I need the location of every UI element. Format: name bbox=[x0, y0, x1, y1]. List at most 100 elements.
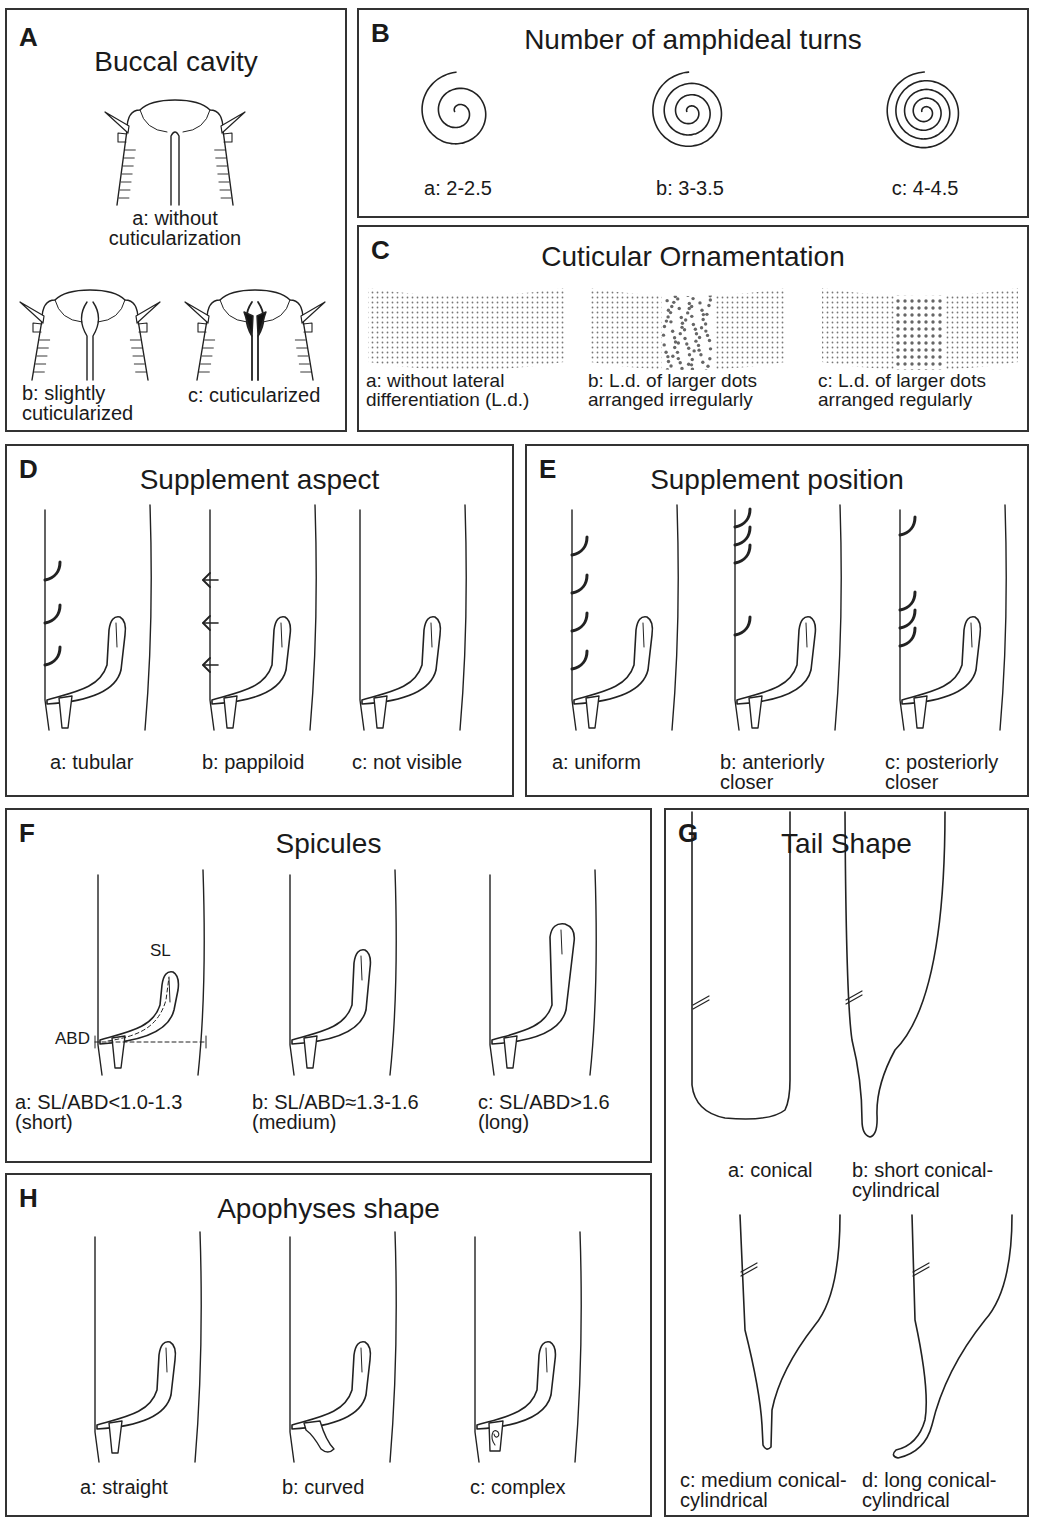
option-caption: c: 4-4.5 bbox=[875, 178, 975, 198]
supplement-tubular bbox=[900, 592, 915, 610]
panel-letter: A bbox=[19, 22, 38, 53]
gubernaculum bbox=[749, 696, 762, 728]
spicule-inner bbox=[806, 623, 807, 647]
cephalic-seta bbox=[136, 302, 160, 323]
supplement-tubular bbox=[900, 610, 915, 628]
body-wall bbox=[460, 505, 466, 730]
annulation bbox=[298, 356, 308, 357]
spicule-inner bbox=[361, 1348, 362, 1372]
supplement-tubular bbox=[900, 517, 915, 535]
annulation bbox=[215, 150, 225, 151]
spicule bbox=[362, 617, 440, 704]
option-caption: a: without cuticularization bbox=[85, 208, 265, 249]
gubernaculum bbox=[59, 696, 72, 728]
annulation bbox=[219, 182, 229, 183]
cloaca-mark bbox=[693, 1000, 709, 1009]
annulation bbox=[36, 364, 46, 365]
cephalic-seta bbox=[20, 302, 44, 323]
annulation bbox=[40, 340, 50, 341]
annulation bbox=[199, 372, 209, 373]
spicule bbox=[477, 1342, 555, 1429]
tail-conical bbox=[692, 812, 790, 1119]
panel-title: Cuticular Ornamentation bbox=[359, 241, 1027, 273]
gubernaculum bbox=[112, 1036, 125, 1068]
option-caption: d: long conical-cylindrical bbox=[862, 1470, 1026, 1511]
spicule-inner bbox=[361, 956, 362, 980]
panel-title: Supplement position bbox=[527, 464, 1027, 496]
option-caption: a: uniform bbox=[552, 752, 682, 772]
amphid-spiral bbox=[887, 72, 958, 148]
lip-line bbox=[220, 300, 247, 322]
body-wall bbox=[98, 875, 102, 1075]
spicule-inner bbox=[281, 623, 282, 647]
cephalic-papilla bbox=[33, 323, 42, 332]
body-wall bbox=[490, 875, 494, 1075]
spicule bbox=[492, 924, 574, 1044]
annulation bbox=[133, 356, 143, 357]
gubernaculum bbox=[489, 1421, 503, 1451]
body-wall bbox=[360, 510, 364, 730]
cloaca-mark bbox=[741, 1263, 757, 1272]
supplement-papilloid bbox=[203, 622, 218, 624]
cephalic-papilla bbox=[303, 323, 312, 332]
gubernaculum bbox=[914, 696, 927, 728]
cuticle-band bbox=[822, 280, 1018, 380]
option-caption: c: SL/ABD>1.6 (long) bbox=[478, 1092, 650, 1133]
annulation bbox=[132, 348, 142, 349]
body-wall bbox=[390, 1232, 396, 1462]
body-wall bbox=[198, 870, 204, 1075]
annulation bbox=[301, 372, 311, 373]
spicule-inner bbox=[166, 1348, 167, 1372]
supplement-papilloid bbox=[203, 664, 218, 666]
lip-line bbox=[183, 110, 210, 132]
supplement-tubular bbox=[45, 647, 60, 665]
panel-box: HApophyses shape bbox=[5, 1173, 652, 1517]
abd-measure bbox=[95, 1042, 206, 1043]
option-caption: c: posteriorly closer bbox=[885, 752, 1026, 793]
supplement-tubular bbox=[900, 628, 915, 646]
body-wall bbox=[210, 510, 214, 730]
spicule bbox=[292, 1342, 370, 1429]
head-outline bbox=[32, 290, 148, 380]
spicule-inner bbox=[971, 623, 972, 647]
supplement-tubular bbox=[572, 537, 587, 555]
body-wall bbox=[590, 870, 596, 1075]
option-caption: c: not visible bbox=[352, 752, 502, 772]
option-caption: c: cuticularized bbox=[188, 385, 343, 405]
option-caption: SL bbox=[150, 942, 190, 959]
cephalic-papilla bbox=[198, 323, 207, 332]
gubernaculum bbox=[374, 696, 387, 728]
supplement-papilloid bbox=[203, 579, 218, 581]
lip-line bbox=[55, 300, 82, 322]
tail-short bbox=[845, 812, 945, 1137]
supplement-tubular bbox=[735, 509, 750, 527]
spicule bbox=[212, 617, 290, 704]
cloaca-mark bbox=[741, 1267, 757, 1276]
spicule-inner bbox=[169, 978, 170, 1002]
amphid-spiral bbox=[653, 72, 722, 146]
illustrations bbox=[20, 72, 1018, 1462]
cephalic-seta bbox=[105, 112, 129, 133]
supplement-tubular bbox=[572, 575, 587, 593]
gubernaculum bbox=[504, 1036, 517, 1068]
supplement-tubular bbox=[572, 613, 587, 631]
head-outline bbox=[117, 100, 233, 205]
spicule-inner bbox=[546, 1348, 547, 1372]
cephalic-papilla bbox=[223, 133, 232, 142]
option-caption: c: L.d. of larger dots arranged regularl… bbox=[818, 371, 1026, 410]
cephalic-seta bbox=[185, 302, 209, 323]
panel-title: Tail Shape bbox=[666, 828, 1027, 860]
body-wall bbox=[572, 510, 576, 730]
option-caption: b: L.d. of larger dots arranged irregula… bbox=[588, 371, 800, 410]
supplement-tubular bbox=[45, 605, 60, 623]
panel-title: Number of amphideal turns bbox=[359, 24, 1027, 56]
annulation bbox=[124, 158, 134, 159]
apophysis-complex bbox=[492, 1431, 499, 1445]
cuticle-band bbox=[590, 280, 786, 380]
cloaca-mark bbox=[693, 996, 709, 1005]
annulation bbox=[136, 372, 146, 373]
cloaca-mark bbox=[913, 1263, 929, 1272]
tail-long bbox=[893, 1215, 1012, 1458]
option-caption: b: curved bbox=[282, 1477, 402, 1497]
supplement-tubular bbox=[735, 545, 750, 563]
